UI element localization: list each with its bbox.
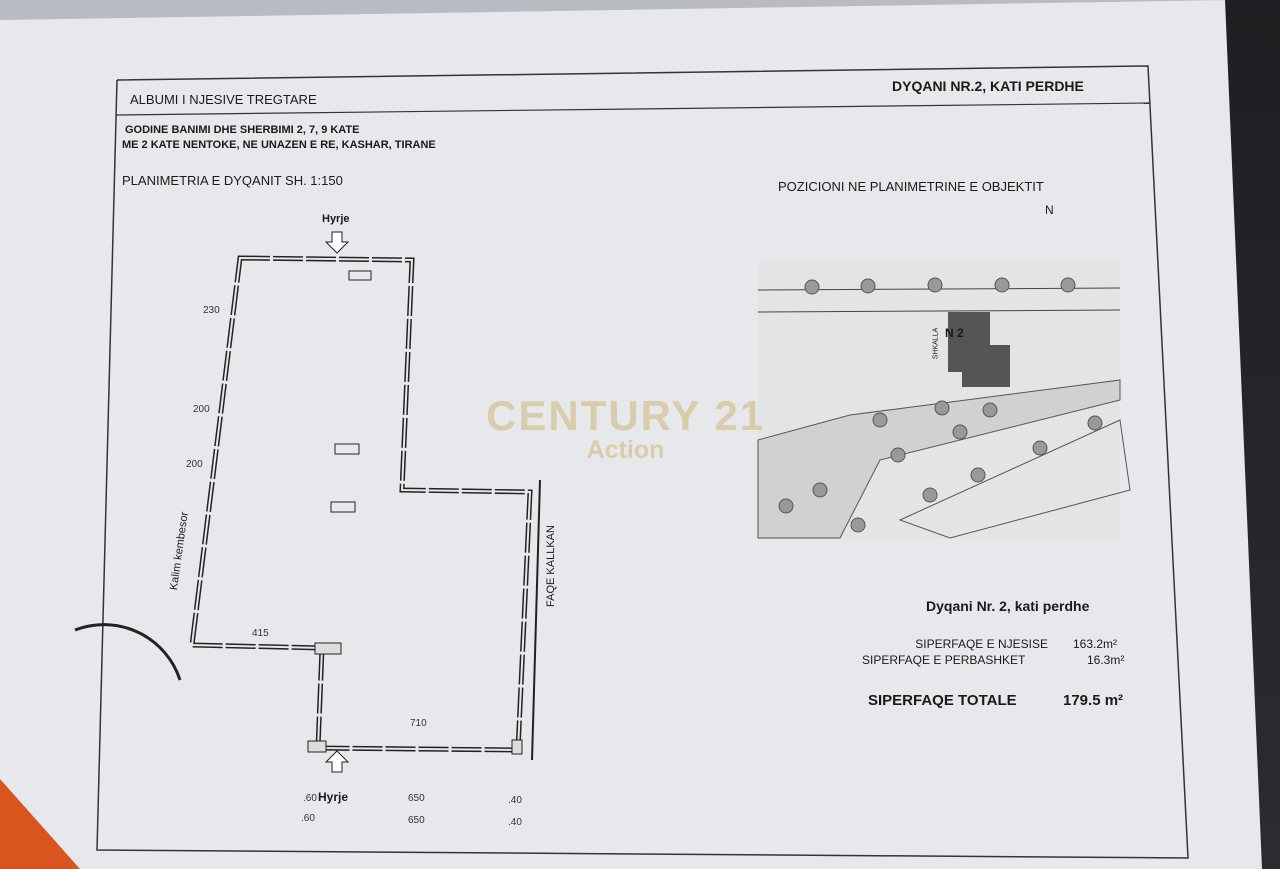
frame-border xyxy=(96,65,1189,859)
blank-facade-label: FAQE KALLKAN xyxy=(544,525,557,607)
total-area-label: SIPERFAQE TOTALE xyxy=(868,692,1017,709)
area-label-common: SIPERFAQE E PERBASHKET xyxy=(862,653,1026,667)
dimension: 650 xyxy=(408,815,425,826)
north-label: N xyxy=(1045,203,1054,217)
column xyxy=(348,270,372,281)
entry-bottom-label: Hyrje xyxy=(318,790,349,804)
dimension: .60 xyxy=(301,813,315,824)
total-area-value: 179.5 m² xyxy=(1063,692,1124,709)
dimension: 415 xyxy=(252,628,269,639)
column xyxy=(330,501,356,513)
column xyxy=(334,443,360,455)
entry-top-label: Hyrje xyxy=(322,213,350,225)
watermark-brand: CENTURY 21 xyxy=(486,392,766,439)
area-value-common: 16.3m² xyxy=(1087,653,1125,667)
area-value-unit: 163.2m² xyxy=(1073,637,1118,651)
dimension: .40 xyxy=(508,817,522,828)
entry-arrow-top-icon xyxy=(324,231,350,254)
dimension: 200 xyxy=(193,404,210,415)
dimension: 650 xyxy=(408,793,425,804)
building-line-2: ME 2 KATE NENTOKE, NE UNAZEN E RE, KASHA… xyxy=(122,139,436,151)
area-label-unit: SIPERFAQE E NJESISE xyxy=(915,637,1048,651)
unit-title: DYQANI NR.2, KATI PERDHE xyxy=(892,78,1084,94)
dimension: .60 xyxy=(303,793,317,804)
site-plan xyxy=(757,262,1131,539)
watermark-sub: Action xyxy=(586,436,665,464)
floor-plan xyxy=(74,231,541,773)
album-title: ALBUMI I NJESIVE TREGTARE xyxy=(130,92,317,107)
site-plan-title: POZICIONI NE PLANIMETRINE E OBJEKTIT xyxy=(778,179,1044,194)
header-divider xyxy=(115,102,1151,116)
dimension: 230 xyxy=(203,305,220,316)
entry-arrow-bottom-icon xyxy=(324,750,350,773)
unit-marker-label: N 2 xyxy=(945,326,964,340)
unit-highlight xyxy=(948,312,1010,387)
stair-label: SHKALLA xyxy=(932,327,940,360)
dimension: 200 xyxy=(186,459,203,470)
dimension: 710 xyxy=(410,718,427,729)
summary-unit: Dyqani Nr. 2, kati perdhe xyxy=(926,598,1090,614)
floor-plan-title: PLANIMETRIA E DYQANIT SH. 1:150 xyxy=(122,173,343,188)
orange-surface xyxy=(0,779,80,869)
century21-watermark-logo: CENTURY 21 Action xyxy=(486,392,765,465)
dimension: .40 xyxy=(508,795,522,806)
building-line-1: GODINE BANIMI DHE SHERBIMI 2, 7, 9 KATE xyxy=(125,124,360,136)
